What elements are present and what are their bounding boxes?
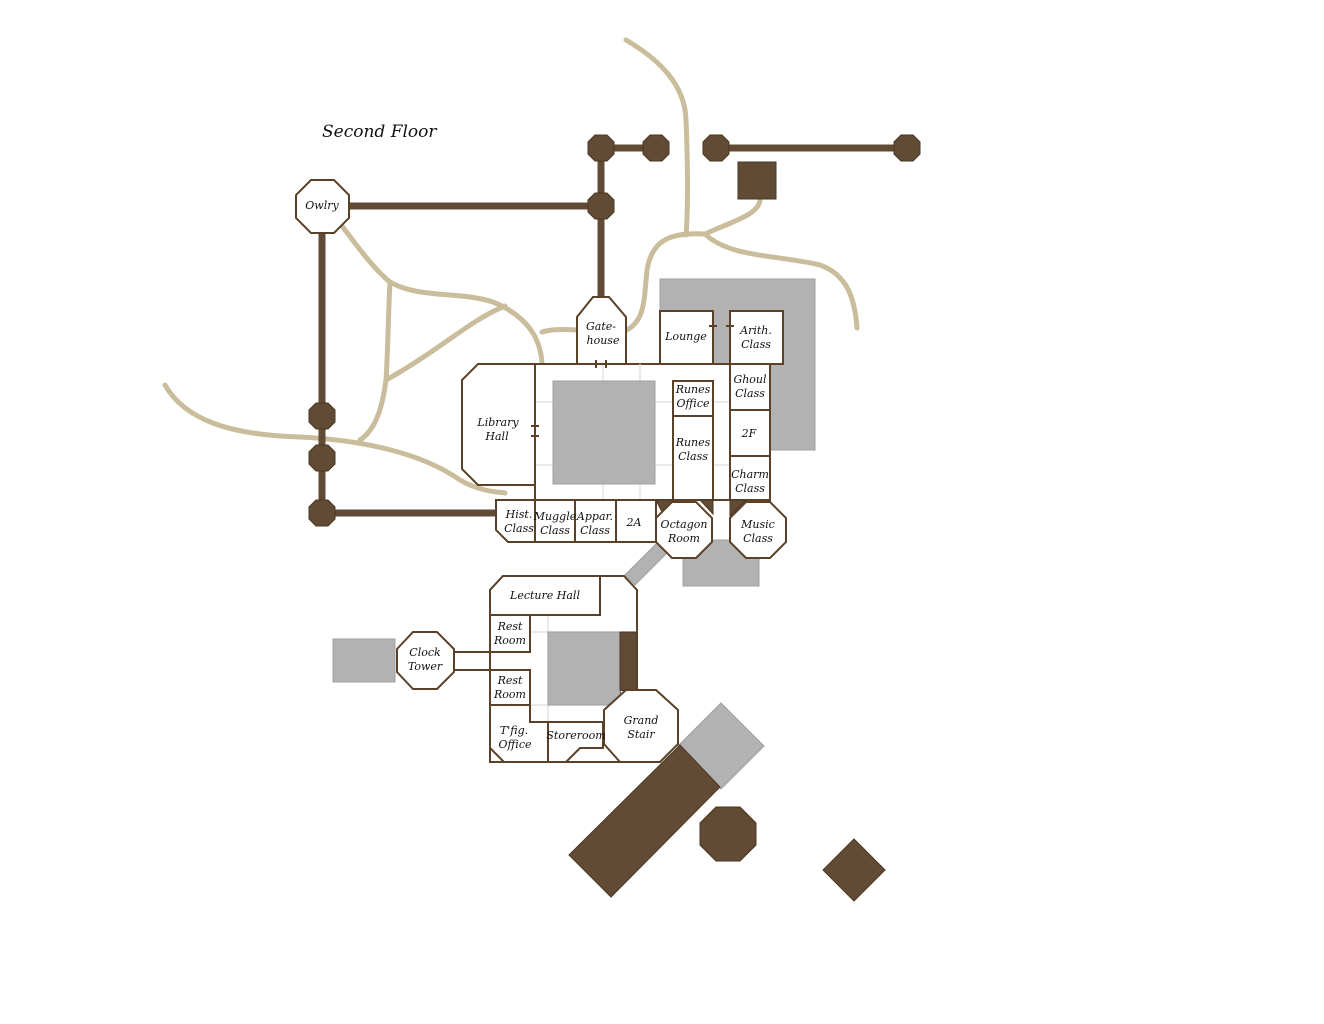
room-2a[interactable]: 2A bbox=[626, 516, 642, 529]
svg-text:Class: Class bbox=[540, 524, 570, 537]
svg-text:Room: Room bbox=[493, 688, 526, 701]
map-title: Second Floor bbox=[322, 122, 437, 142]
room-2f[interactable]: 2F bbox=[741, 427, 757, 440]
room-arithmancy-class[interactable]: Arith.Class bbox=[739, 324, 772, 351]
svg-text:2F: 2F bbox=[741, 427, 757, 440]
svg-text:Class: Class bbox=[735, 482, 765, 495]
svg-text:Gate-: Gate- bbox=[586, 320, 616, 333]
svg-text:Class: Class bbox=[678, 450, 708, 463]
svg-text:Muggle: Muggle bbox=[533, 510, 577, 523]
room-history-class[interactable]: Hist.Class bbox=[504, 508, 534, 535]
svg-text:Appar.: Appar. bbox=[576, 510, 613, 523]
svg-text:Charm: Charm bbox=[731, 468, 769, 481]
svg-text:Owlry: Owlry bbox=[305, 199, 339, 212]
room-lounge[interactable]: Lounge bbox=[664, 330, 707, 343]
grounds-paths bbox=[162, 37, 860, 496]
svg-text:house: house bbox=[587, 334, 620, 347]
svg-text:Lecture Hall: Lecture Hall bbox=[509, 589, 580, 602]
svg-text:Class: Class bbox=[504, 522, 534, 535]
main-building bbox=[461, 296, 787, 559]
room-storeroom[interactable]: Storeroom bbox=[546, 729, 605, 742]
svg-text:Octagon: Octagon bbox=[661, 518, 708, 531]
svg-text:Class: Class bbox=[741, 338, 771, 351]
svg-text:Tower: Tower bbox=[408, 660, 443, 673]
svg-text:Runes: Runes bbox=[675, 436, 711, 449]
svg-text:2A: 2A bbox=[626, 516, 642, 529]
room-apparition-class[interactable]: Appar.Class bbox=[576, 510, 613, 537]
svg-text:Lounge: Lounge bbox=[664, 330, 707, 343]
svg-text:Hall: Hall bbox=[484, 430, 509, 443]
svg-text:Stair: Stair bbox=[627, 728, 655, 741]
svg-text:Office: Office bbox=[677, 397, 710, 410]
svg-text:Library: Library bbox=[476, 416, 519, 429]
svg-text:Clock: Clock bbox=[409, 646, 441, 659]
lower-building bbox=[396, 575, 679, 763]
svg-text:Arith.: Arith. bbox=[739, 324, 772, 337]
svg-text:Rest: Rest bbox=[497, 620, 523, 633]
svg-text:Room: Room bbox=[493, 634, 526, 647]
svg-text:Room: Room bbox=[667, 532, 700, 545]
svg-text:Ghoul: Ghoul bbox=[733, 373, 767, 386]
svg-text:Office: Office bbox=[499, 738, 532, 751]
svg-text:Music: Music bbox=[740, 518, 775, 531]
svg-text:Class: Class bbox=[735, 387, 765, 400]
castle-walls bbox=[308, 134, 921, 902]
svg-text:Class: Class bbox=[743, 532, 773, 545]
room-lecture-hall[interactable]: Lecture Hall bbox=[509, 589, 580, 602]
svg-text:Hist.: Hist. bbox=[505, 508, 533, 521]
svg-text:Runes: Runes bbox=[675, 383, 711, 396]
svg-text:Storeroom: Storeroom bbox=[546, 729, 605, 742]
svg-text:Class: Class bbox=[580, 524, 610, 537]
svg-text:T'fig.: T'fig. bbox=[500, 724, 528, 737]
tower-icons bbox=[308, 134, 921, 902]
room-transfiguration-office[interactable]: T'fig.Office bbox=[499, 724, 532, 751]
room-gatehouse[interactable]: Gate-house bbox=[586, 320, 620, 347]
svg-text:Grand: Grand bbox=[624, 714, 659, 727]
svg-text:Rest: Rest bbox=[497, 674, 523, 687]
room-owlry[interactable]: Owlry bbox=[295, 179, 350, 234]
